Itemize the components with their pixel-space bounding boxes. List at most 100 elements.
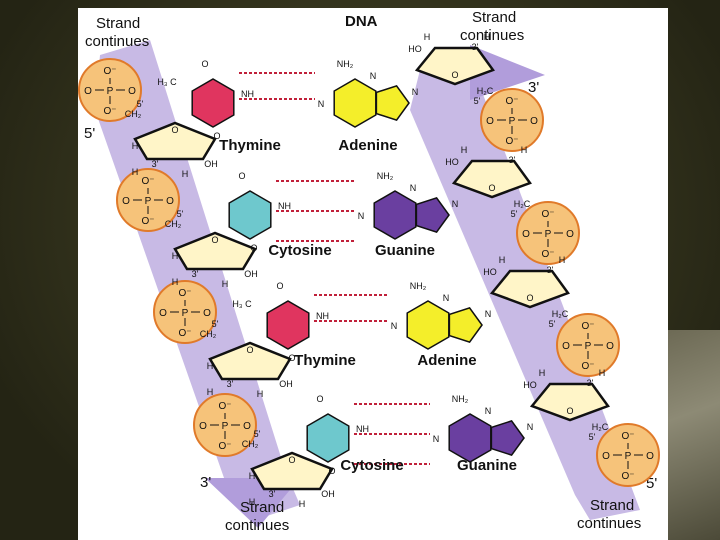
h-label: H (132, 141, 139, 151)
methyl-label: H₃ C (232, 299, 252, 309)
right-five-prime-label: 5' (646, 475, 657, 492)
phosphate-o-right: O (606, 341, 614, 352)
phosphate-p: P (545, 229, 552, 240)
adenine-imidazole-ring (375, 85, 410, 121)
phosphate-o-top: O⁻ (178, 288, 191, 299)
five-prime-carbon: 5' (549, 319, 556, 329)
nitrogen-label: N (391, 321, 398, 331)
h-label: H (499, 255, 506, 265)
phosphate-o-top: O⁻ (103, 66, 116, 77)
h-label: H (222, 279, 229, 289)
three-prime-carbon: 3' (192, 269, 199, 279)
h2c-label: H₂C (592, 422, 609, 432)
phosphate-p: P (625, 451, 632, 462)
three-prime-carbon: 3' (152, 159, 159, 169)
guanine-ring (373, 190, 417, 240)
cytosine-ring (306, 413, 350, 463)
adenine-label: Adenine (417, 352, 476, 369)
cytosine-label: Cytosine (268, 242, 331, 259)
phosphate-o-top: O⁻ (141, 176, 154, 187)
amino-label: NH₂ (452, 394, 469, 404)
nitrogen-label: N (410, 183, 417, 193)
phosphate-o-top: O⁻ (581, 321, 594, 332)
carbonyl-oxygen: O (276, 281, 283, 291)
three-prime-carbon: 3' (269, 489, 276, 499)
phosphate-o-bottom: O⁻ (218, 441, 231, 452)
phosphate-o-right: O (530, 116, 538, 127)
h-label: H (207, 387, 214, 397)
thymine-label: Thymine (294, 352, 356, 369)
three-prime-carbon: 3' (472, 42, 479, 52)
phosphate-o-bottom: O⁻ (581, 361, 594, 372)
adenine-label: Adenine (338, 137, 397, 154)
phosphate-o-left: O (199, 421, 207, 432)
carbonyl-oxygen: O (328, 466, 335, 476)
phosphate-o-left: O (602, 451, 610, 462)
ch2-label: CH₂ (165, 219, 182, 229)
ho-label: HO (408, 44, 422, 54)
strand-continues-bottom-left-1: Strand (240, 499, 284, 516)
h-label: H (424, 32, 431, 42)
carbonyl-oxygen: O (288, 353, 295, 363)
sugar-ring (208, 341, 292, 381)
guanine-ring (448, 413, 492, 463)
strand-continues-top-right-2: continues (460, 27, 524, 44)
nitrogen-label: N (452, 199, 459, 209)
oh-label: OH (321, 489, 335, 499)
five-prime-carbon: 5' (511, 209, 518, 219)
phosphate-circle (193, 393, 257, 457)
ring-oxygen: O (451, 70, 458, 80)
strand-continues-bottom-right-2: continues (577, 515, 641, 532)
h-label: H (249, 497, 256, 507)
carbonyl-oxygen: O (238, 171, 245, 181)
h-label: H (249, 471, 256, 481)
methyl-label: H₃ C (157, 77, 177, 87)
h-label: H (539, 368, 546, 378)
h-label: H (599, 368, 606, 378)
strand-continues-bottom-left-2: continues (225, 517, 289, 534)
guanine-label: Guanine (375, 242, 435, 259)
background-rock-decoration (668, 330, 720, 540)
h-label: H (299, 499, 306, 509)
phosphate-circle (556, 313, 620, 377)
carbonyl-oxygen: O (316, 394, 323, 404)
ring-oxygen: O (288, 455, 295, 465)
ring-oxygen: O (246, 345, 253, 355)
phosphate-o-top: O⁻ (505, 96, 518, 107)
phosphate-p: P (222, 421, 229, 432)
nitrogen-label: N (358, 211, 365, 221)
ho-label: HO (523, 380, 537, 390)
phosphate-p: P (107, 86, 114, 97)
adenine-ring (406, 300, 450, 350)
five-prime-carbon: 5' (177, 209, 184, 219)
nh-label: NH (278, 201, 291, 211)
phosphate-o-left: O (159, 308, 167, 319)
h-label: H (559, 255, 566, 265)
h-label: H (461, 145, 468, 155)
phosphate-o-right: O (566, 229, 574, 240)
phosphate-p: P (509, 116, 516, 127)
diagram-title: DNA (345, 13, 378, 30)
five-prime-carbon: 5' (212, 319, 219, 329)
five-prime-carbon: 5' (589, 432, 596, 442)
five-prime-carbon: 5' (137, 99, 144, 109)
thymine-ring (191, 78, 235, 128)
phosphate-circle (116, 168, 180, 232)
phosphate-p: P (145, 196, 152, 207)
ring-oxygen: O (526, 293, 533, 303)
phosphate-o-bottom: O⁻ (103, 106, 116, 117)
phosphate-o-bottom: O⁻ (141, 216, 154, 227)
